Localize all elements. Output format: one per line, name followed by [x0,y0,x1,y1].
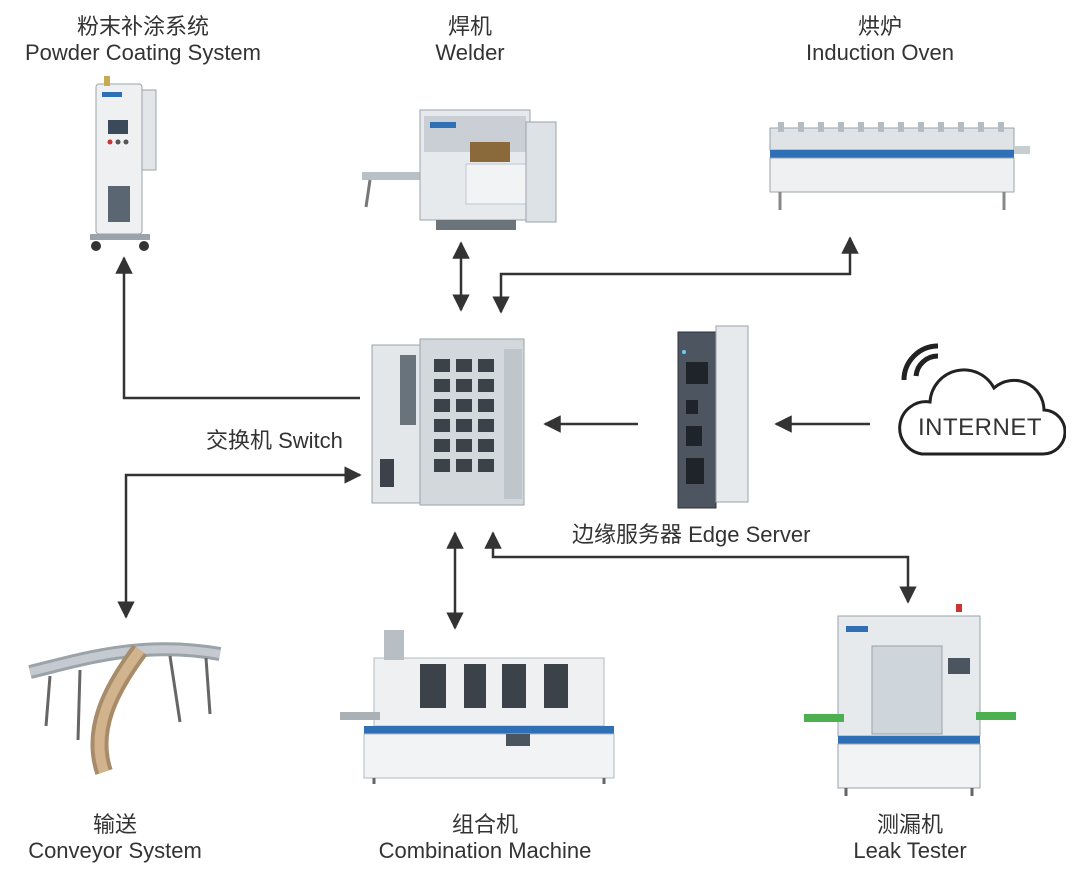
induction-oven-label-en: Induction Oven [806,40,954,65]
network-switch-image [371,338,525,506]
combination-label: 组合机 Combination Machine [360,812,610,864]
combination-machine-image [340,630,615,784]
conveyor-label: 输送 Conveyor System [10,812,220,864]
powder-coating-machine-image [90,76,157,251]
conveyor-label-en: Conveyor System [28,838,202,863]
link-conveyor-switch [117,466,362,619]
link-powder-switch [115,256,360,400]
welder-label: 焊机 Welder [400,14,540,66]
internet-cloud-icon [898,343,1066,456]
internet-label: INTERNET [918,414,1042,441]
welder-label-en: Welder [435,40,505,65]
welder-label-zh: 焊机 [447,14,492,39]
leak-tester-label: 测漏机 Leak Tester [830,812,990,864]
induction-oven-label: 烘炉 Induction Oven [780,14,980,66]
welder-machine-image [362,109,557,230]
powder-coating-label-en: Powder Coating System [25,40,261,65]
edge-server-image [677,325,749,509]
combination-label-zh: 组合机 [451,812,518,837]
induction-oven-image [769,122,1030,210]
powder-coating-label-zh: 粉末补涂系统 [76,14,209,39]
leak-tester-image [804,604,1016,796]
leak-tester-label-zh: 测漏机 [876,812,943,837]
leak-tester-label-en: Leak Tester [853,838,967,863]
combination-label-en: Combination Machine [378,838,592,863]
conveyor-system-image [28,642,222,775]
conveyor-label-zh: 输送 [92,812,137,837]
induction-oven-label-zh: 烘炉 [857,14,902,39]
switch-label: 交换机 Switch [206,428,343,453]
powder-coating-label: 粉末补涂系统 Powder Coating System [8,14,278,66]
edge-server-label: 边缘服务器 Edge Server [572,522,811,547]
link-oven-switch [492,236,859,314]
link-leak-switch [484,531,917,604]
